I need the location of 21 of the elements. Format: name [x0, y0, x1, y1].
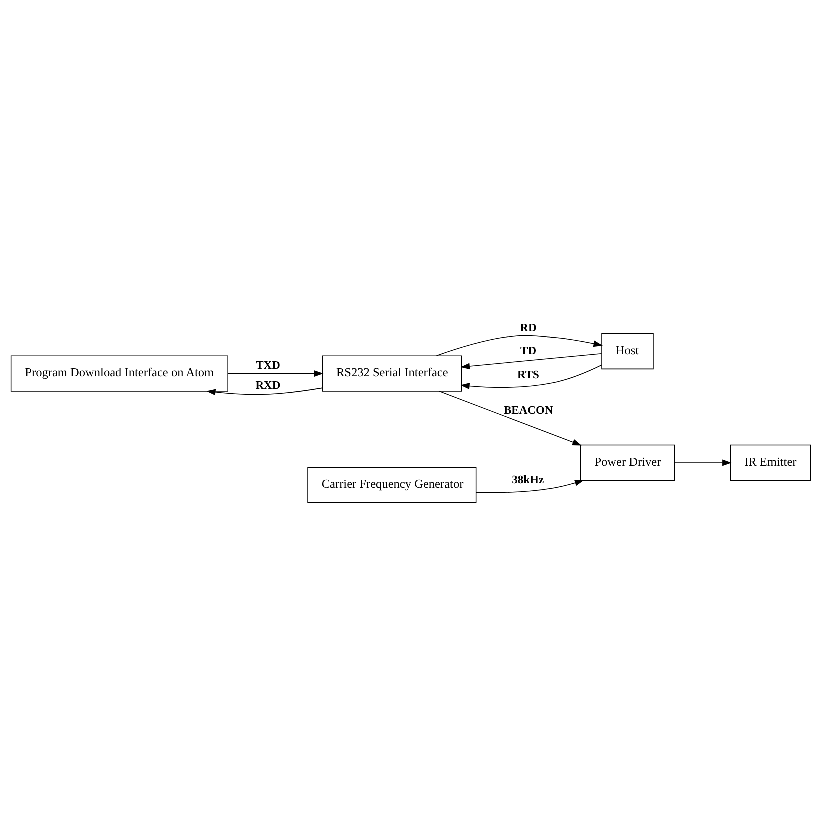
arrow: [674, 459, 732, 466]
edge-label: RD: [520, 322, 537, 334]
edge-label: 38kHz: [512, 474, 544, 486]
edge-label: RTS: [517, 368, 540, 381]
edge-label: TD: [520, 345, 537, 358]
node-box: RS232 Serial Interface: [322, 355, 462, 392]
arrow: [436, 334, 603, 356]
arrow: [439, 390, 582, 446]
arrow: [206, 387, 323, 396]
node-box: Power Driver: [580, 444, 676, 481]
node-box: Host: [602, 332, 654, 370]
arrow: [460, 364, 602, 389]
arrow: [476, 480, 584, 493]
arrow: [228, 370, 324, 377]
edge-label: RXD: [256, 380, 281, 392]
arrow: [460, 353, 602, 370]
edge-label: TXD: [256, 360, 280, 372]
node-box: IR Emitter: [730, 444, 812, 481]
node-box: Program Download Interface on Atom: [10, 355, 228, 392]
node-box: Carrier Frequency Generator: [308, 466, 477, 503]
edge-label: BEACON: [504, 404, 554, 416]
